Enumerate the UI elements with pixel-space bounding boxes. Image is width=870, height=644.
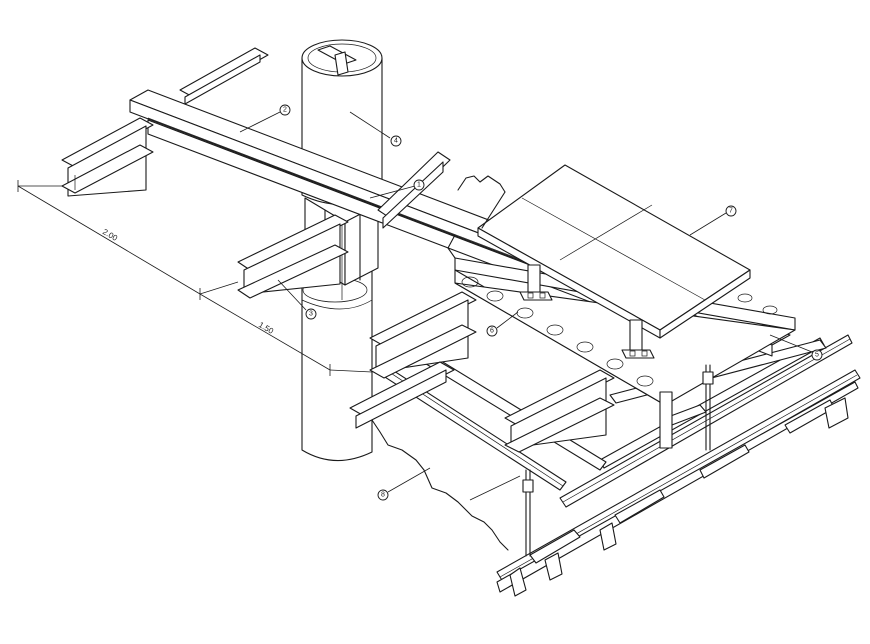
callout-label-3: 3 [309,311,313,318]
callout-label-1: 1 [417,182,421,189]
callout-label-6: 6 [490,328,494,335]
callout-label-8: 8 [381,492,385,499]
callout-bubble-5 [811,349,823,361]
callout-bubble-2 [279,104,291,116]
callout-bubble-1 [413,179,425,191]
callout-bubble-8 [377,489,389,501]
callout-bubble-6 [486,325,498,337]
dimension-label-2: 1.50 [257,320,275,336]
callout-label-2: 2 [283,107,287,114]
callouts: 1 2 3 4 5 6 7 8 [239,104,823,501]
cross-beams [61,47,615,453]
deck-assembly [447,164,796,557]
callout-bubble-4 [390,135,402,147]
callout-label-4: 4 [394,138,398,145]
callout-label-5: 5 [815,352,819,359]
callout-bubble-7 [725,205,737,217]
callout-label-7: 7 [729,208,733,215]
callout-bubble-3 [305,308,317,320]
